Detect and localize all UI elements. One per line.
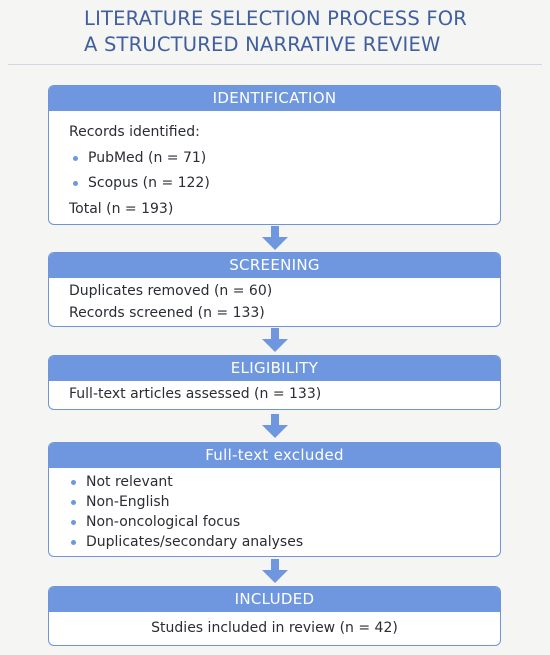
exclusion-reason-label: Non-English	[86, 494, 170, 510]
title-line-1: LITERATURE SELECTION PROCESS FOR	[84, 7, 468, 30]
duplicates-removed: Duplicates removed (n = 60)	[69, 283, 273, 299]
source-label: PubMed (n = 71)	[88, 150, 207, 166]
excluded-box: Full-text excluded Not relevant Non-Engl…	[48, 442, 501, 557]
screening-body: Duplicates removed (n = 60) Records scre…	[49, 280, 500, 324]
exclusion-reason: Non-English	[71, 492, 500, 512]
down-arrow-icon	[262, 226, 288, 250]
source-label: Scopus (n = 122)	[88, 175, 210, 191]
included-body: Studies included in review (n = 42)	[49, 617, 500, 639]
exclusion-reason: Not relevant	[71, 472, 500, 492]
down-arrow-icon	[262, 414, 288, 438]
source-item: PubMed (n = 71)	[69, 147, 500, 169]
exclusion-reason-label: Non-oncological focus	[86, 514, 241, 530]
included-header: INCLUDED	[49, 587, 500, 612]
bullet-icon	[71, 519, 76, 525]
exclusion-reason: Duplicates/secondary analyses	[71, 532, 500, 552]
bullet-icon	[71, 499, 76, 505]
screening-header: SCREENING	[49, 253, 500, 278]
excluded-header: Full-text excluded	[49, 443, 500, 468]
down-arrow-icon	[262, 328, 288, 352]
bullet-icon	[73, 155, 78, 161]
down-arrow-icon	[262, 559, 288, 583]
full-text-assessed: Full-text articles assessed (n = 133)	[69, 386, 322, 402]
studies-included: Studies included in review (n = 42)	[151, 620, 398, 636]
page-title: LITERATURE SELECTION PROCESS FOR A STRUC…	[84, 6, 524, 58]
records-screened: Records screened (n = 133)	[69, 305, 265, 321]
screening-box: SCREENING Duplicates removed (n = 60) Re…	[48, 252, 501, 327]
bullet-icon	[71, 539, 76, 545]
exclusion-reason-label: Not relevant	[86, 474, 173, 490]
records-total: Total (n = 193)	[69, 201, 174, 217]
bullet-icon	[71, 479, 76, 485]
bullet-icon	[73, 180, 78, 186]
exclusion-reason: Non-oncological focus	[71, 512, 500, 532]
title-divider	[8, 64, 542, 65]
identification-header: IDENTIFICATION	[49, 86, 500, 111]
title-line-2: A STRUCTURED NARRATIVE REVIEW	[84, 33, 441, 56]
eligibility-box: ELIGIBILITY Full-text articles assessed …	[48, 355, 501, 410]
identification-box: IDENTIFICATION Records identified: PubMe…	[48, 85, 501, 225]
exclusion-reason-label: Duplicates/secondary analyses	[86, 534, 304, 550]
eligibility-body: Full-text articles assessed (n = 133)	[49, 382, 500, 406]
eligibility-header: ELIGIBILITY	[49, 356, 500, 381]
identification-body: Records identified: PubMed (n = 71) Scop…	[49, 121, 500, 220]
source-item: Scopus (n = 122)	[69, 172, 500, 194]
excluded-body: Not relevant Non-English Non-oncological…	[49, 472, 500, 552]
included-box: INCLUDED Studies included in review (n =…	[48, 586, 501, 646]
records-identified-label: Records identified:	[69, 124, 200, 140]
